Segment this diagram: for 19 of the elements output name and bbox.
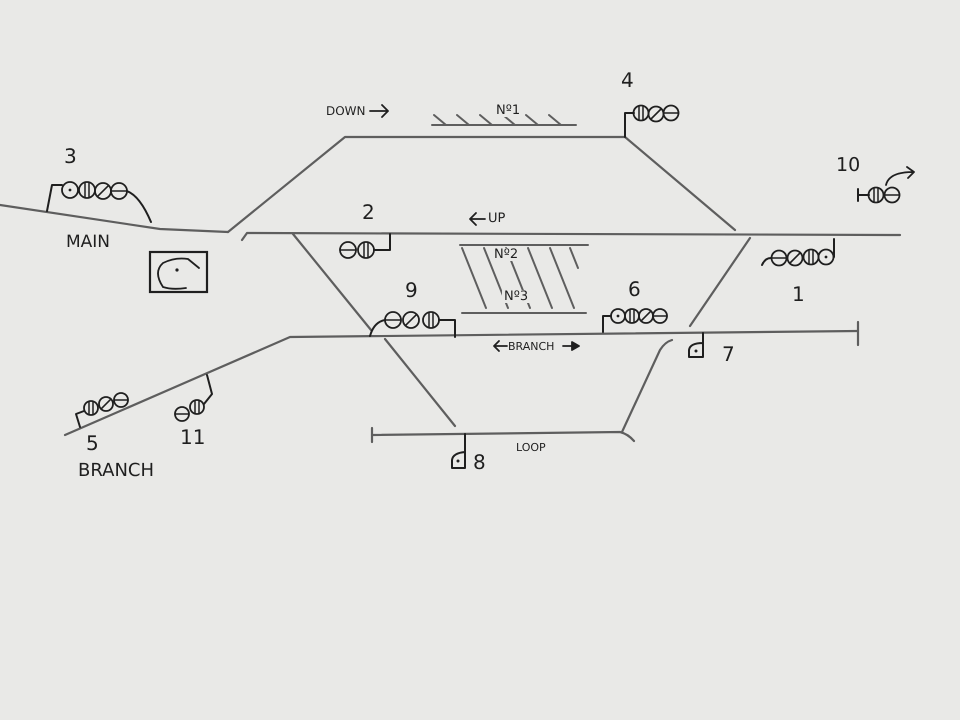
platform (430, 104, 578, 128)
track-name: BRANCH (78, 462, 154, 480)
track-name: UP (488, 212, 506, 225)
signal-number: 11 (180, 427, 206, 447)
platform-name: Nº3 (502, 290, 530, 303)
signal-number: 3 (64, 146, 77, 166)
signal-number: 5 (86, 433, 99, 453)
track-name: MAIN (66, 234, 110, 251)
track-name: LOOP (516, 442, 546, 453)
signal-number: 10 (836, 156, 860, 175)
signal-number: 6 (628, 279, 641, 299)
signal-number: 7 (722, 344, 735, 364)
signal-number: 8 (473, 452, 486, 472)
signal-number: 1 (792, 284, 805, 304)
track-name: BRANCH (508, 341, 554, 352)
signal-number: 4 (621, 70, 634, 90)
track-name: DOWN (326, 105, 366, 117)
signal-number: 2 (362, 202, 375, 222)
signal-number: 9 (405, 280, 418, 300)
